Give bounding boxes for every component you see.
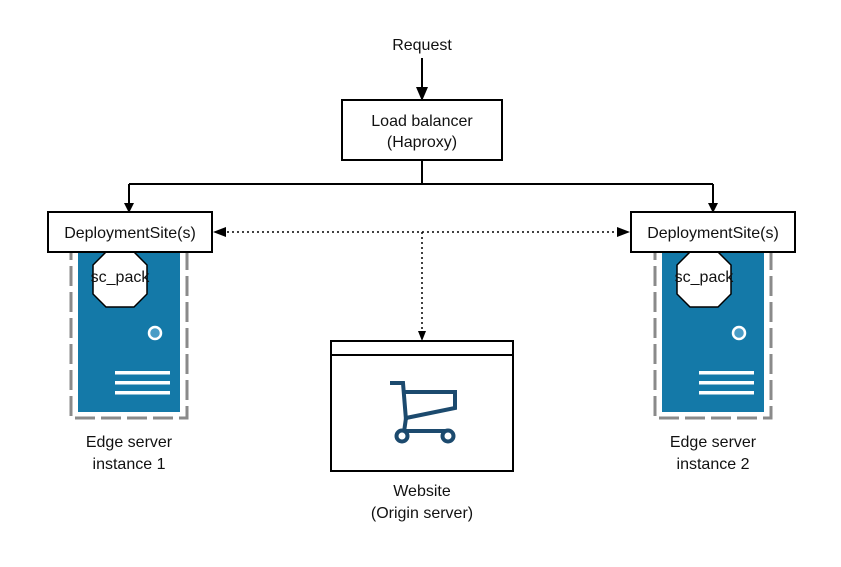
load-balancer-node[interactable]: Load balancer (Haproxy)	[341, 99, 503, 161]
website-caption-sub: (Origin server)	[371, 505, 473, 522]
edge-server-1-caption: Edge server	[86, 434, 173, 451]
edge-server-1-caption-sub: instance 1	[93, 456, 166, 473]
deployment-site-box-2	[630, 211, 796, 253]
vent-line-icon	[115, 381, 170, 385]
load-balancer-sublabel: (Haproxy)	[387, 134, 457, 151]
edge-server-1[interactable]: sc_pack DeploymentSite(s) Edge server in…	[47, 211, 213, 473]
arrowhead-right-icon	[617, 227, 630, 237]
load-balancer-label: Load balancer	[371, 113, 473, 130]
edge-server-2-caption: Edge server	[670, 434, 757, 451]
browser-window	[330, 340, 514, 472]
sc-pack-label-1: sc_pack	[91, 269, 151, 286]
deployment-site-label-1: DeploymentSite(s)	[64, 225, 196, 242]
sc-pack-octagon-2	[676, 251, 732, 308]
website-caption: Website	[393, 483, 451, 500]
power-led-icon	[147, 325, 163, 341]
arrowhead-down-icon	[418, 331, 426, 341]
power-led-icon	[731, 325, 747, 341]
edge-server-2-caption-sub: instance 2	[677, 456, 750, 473]
arrowhead-left-icon	[213, 227, 226, 237]
vent-line-icon	[115, 371, 170, 375]
vent-line-icon	[699, 381, 754, 385]
vent-line-icon	[115, 391, 170, 395]
website-node[interactable]: Website (Origin server)	[330, 340, 514, 522]
shopping-cart-icon	[390, 381, 457, 444]
edge-server-2[interactable]: sc_pack DeploymentSite(s) Edge server in…	[630, 211, 796, 473]
deployment-site-label-2: DeploymentSite(s)	[647, 225, 779, 242]
vent-line-icon	[699, 371, 754, 375]
vent-line-icon	[699, 391, 754, 395]
request-label: Request	[392, 37, 452, 54]
deployment-site-box-1	[47, 211, 213, 253]
sc-pack-octagon-1	[92, 251, 148, 308]
load-balancer-box	[341, 99, 503, 161]
sc-pack-label-2: sc_pack	[675, 269, 735, 286]
